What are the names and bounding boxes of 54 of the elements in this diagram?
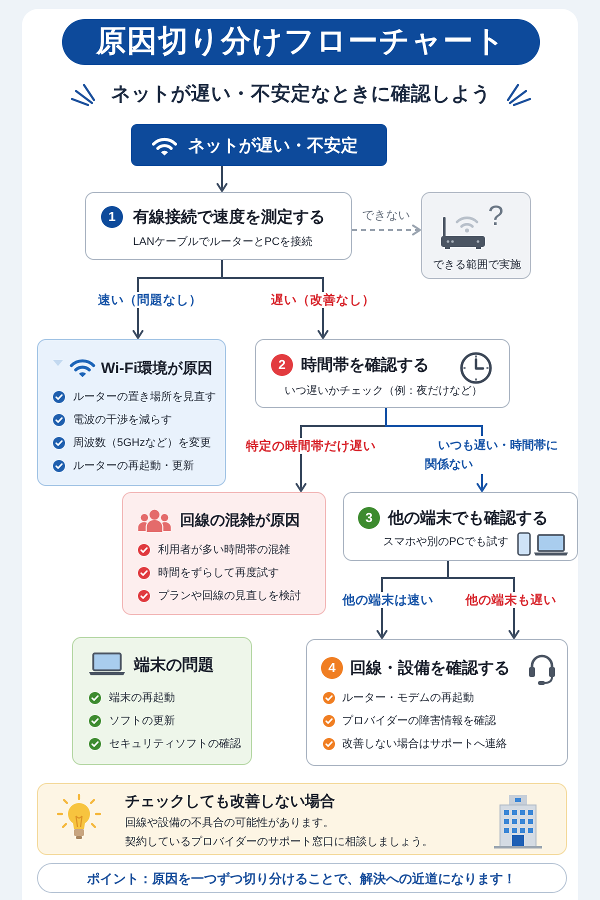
list-item: 改善しない場合はサポートへ連絡 [342, 737, 507, 751]
question-mark: ? [488, 199, 504, 233]
list-item: セキュリティソフトの確認 [109, 737, 241, 751]
arrow [447, 561, 520, 639]
list-item: プランや回線の見直しを検討 [158, 589, 301, 603]
box-text: LANケーブルでルーターとPCを接続 [133, 235, 313, 249]
list-item: ソフトの更新 [109, 714, 175, 728]
box-text: スマホや別のPCでも試す [383, 535, 508, 549]
box-text: 回線や設備の不具合の可能性があります。 [125, 816, 334, 830]
subtitle: ネットが遅い・不安定なときに確認しよう [111, 82, 491, 106]
edge-label: 他の端末も遅い [464, 592, 558, 608]
process-box [306, 639, 568, 766]
result-box [122, 492, 326, 615]
list-item: ルーターの再起動・更新 [73, 459, 194, 473]
list-item: 端末の再起動 [109, 691, 175, 705]
box-text: ポイント：原因を一つずつ切り分けることで、解決への近道になります！ [87, 870, 516, 886]
banner [37, 863, 567, 893]
result-box [72, 637, 252, 765]
box-title: 端末の問題 [134, 656, 214, 676]
info-box [421, 192, 531, 279]
edge-label: 他の端末は速い [340, 592, 436, 608]
box-title: 有線接続で速度を測定する [133, 207, 325, 228]
start-box [131, 124, 387, 166]
box-title: 時間帯を確認する [301, 355, 429, 376]
list-item: ルーター・モデムの再起動 [342, 691, 474, 705]
step-number: 4 [321, 657, 343, 679]
step-number: 3 [358, 507, 380, 529]
step-number: 1 [101, 206, 123, 228]
note-box [37, 783, 567, 855]
box-title: ネットが遅い・不安定 [188, 135, 358, 157]
dashed-arrow [352, 224, 421, 236]
step-number: 2 [271, 354, 293, 376]
edge-label: 特定の時間帯だけ遅い [244, 438, 378, 454]
list-item: 時間をずらして再度試す [158, 566, 279, 580]
edge-label: できない [360, 207, 412, 223]
box-title: Wi-Fi環境が原因 [101, 359, 213, 379]
box-text: いつ遅いかチェック（例：夜だけなど） [284, 384, 482, 398]
list-item: 周波数（5GHzなど）を変更 [73, 436, 212, 450]
box-title: 他の端末でも確認する [388, 508, 548, 528]
box-title: チェックしても改善しない場合 [125, 792, 335, 812]
process-box [343, 492, 578, 561]
list-item: 利用者が多い時間帯の混雑 [158, 543, 290, 557]
box-title: 回線の混雑が原因 [180, 511, 300, 531]
process-box [85, 192, 352, 260]
list-item: プロバイダーの障害情報を確認 [342, 714, 496, 728]
list-item: 電波の干渉を減らす [73, 413, 172, 427]
box-text: できる範囲で実施 [433, 258, 521, 272]
process-box [255, 339, 510, 408]
box-text: 契約しているプロバイダーのサポート窓口に相談しましょう。 [125, 835, 433, 849]
arrow [216, 166, 228, 192]
title-banner: 原因切り分けフローチャート [62, 19, 540, 65]
list-item: ルーターの置き場所を見直す [73, 390, 216, 404]
box-title: 回線・設備を確認する [350, 658, 510, 678]
result-box [37, 339, 226, 486]
